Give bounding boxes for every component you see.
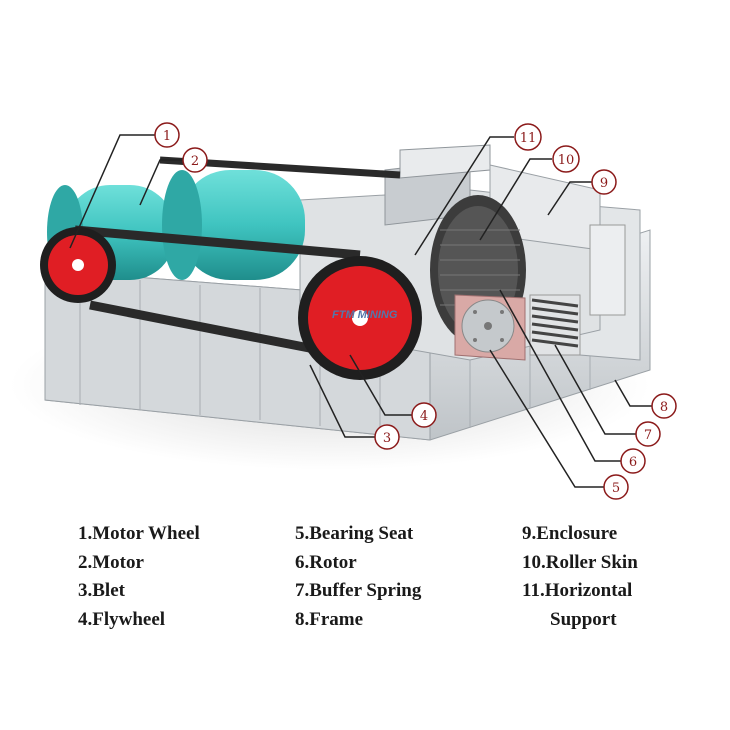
leader-6 bbox=[499, 289, 621, 462]
leader-8 bbox=[614, 379, 652, 407]
legend-item-flywheel: 4.Flywheel bbox=[78, 608, 166, 630]
callout-10: 10 bbox=[552, 145, 580, 173]
leader-4 bbox=[349, 354, 412, 416]
parts-legend: 1.Motor Wheel 2.Motor 3.Blet 4.Flywheel … bbox=[0, 520, 730, 720]
motor-right bbox=[162, 170, 305, 280]
svg-text:4: 4 bbox=[420, 409, 428, 424]
svg-text:8: 8 bbox=[660, 400, 668, 415]
svg-text:10: 10 bbox=[558, 153, 575, 168]
svg-text:3: 3 bbox=[383, 431, 391, 446]
callout-4: 4 bbox=[411, 402, 437, 428]
leader-2 bbox=[139, 159, 183, 206]
bearing-seat bbox=[454, 294, 526, 361]
callout-2: 2 bbox=[182, 147, 208, 173]
legend-item-buffer-spring: 7.Buffer Spring bbox=[295, 580, 422, 601]
callout-1: 1 bbox=[154, 122, 180, 148]
leader-10 bbox=[479, 158, 552, 241]
legend-column-3: 9.Enclosure 10.Roller Skin 11.Horizontal… bbox=[522, 520, 638, 634]
legend-item-enclosure: 9.Enclosure bbox=[522, 523, 618, 544]
svg-text:7: 7 bbox=[644, 428, 652, 443]
motor-wheel bbox=[40, 227, 116, 303]
leader-7 bbox=[554, 344, 636, 435]
roller-crusher-diagram: FTM MINING 1 2 3 4 5 6 7 8 9 10 11 bbox=[10, 122, 677, 500]
brand-mark: FTM MINING bbox=[332, 309, 398, 321]
legend-column-2: 5.Bearing Seat 6.Rotor 7.Buffer Spring 8… bbox=[295, 520, 421, 634]
callout-11: 11 bbox=[514, 123, 542, 151]
svg-text:1: 1 bbox=[163, 129, 171, 144]
callout-9: 9 bbox=[591, 169, 617, 195]
legend-item-bearing-seat: 5.Bearing Seat bbox=[295, 523, 414, 544]
svg-text:9: 9 bbox=[600, 176, 608, 191]
leader-1 bbox=[69, 134, 155, 249]
legend-item-belt: 3.Blet bbox=[78, 580, 125, 601]
legend-item-rotor: 6.Rotor bbox=[295, 551, 357, 573]
callouts: 1 2 3 4 5 6 7 8 9 10 11 bbox=[154, 122, 677, 500]
svg-text:2: 2 bbox=[191, 154, 199, 169]
leader-5 bbox=[489, 349, 604, 488]
leader-9 bbox=[547, 181, 592, 216]
callout-6: 6 bbox=[620, 448, 646, 474]
legend-item-motor: 2.Motor bbox=[78, 551, 144, 573]
svg-text:11: 11 bbox=[520, 131, 537, 146]
svg-text:6: 6 bbox=[629, 455, 637, 470]
leader-3 bbox=[309, 364, 375, 438]
callout-3: 3 bbox=[374, 424, 400, 450]
callout-7: 7 bbox=[635, 421, 661, 447]
leader-11 bbox=[414, 136, 514, 256]
legend-item-frame: 8.Frame bbox=[295, 608, 364, 630]
legend-item-roller-skin: 10.Roller Skin bbox=[522, 551, 638, 573]
svg-text:5: 5 bbox=[612, 481, 620, 496]
flywheel bbox=[298, 256, 422, 380]
legend-item-support: Support bbox=[550, 608, 617, 630]
legend-item-horizontal: 11.Horizontal bbox=[522, 580, 633, 601]
leader-lines bbox=[69, 134, 652, 488]
callout-5: 5 bbox=[603, 474, 629, 500]
legend-item-motor-wheel: 1.Motor Wheel bbox=[78, 523, 200, 544]
callout-8: 8 bbox=[651, 393, 677, 419]
legend-column-1: 1.Motor Wheel 2.Motor 3.Blet 4.Flywheel bbox=[78, 520, 200, 634]
